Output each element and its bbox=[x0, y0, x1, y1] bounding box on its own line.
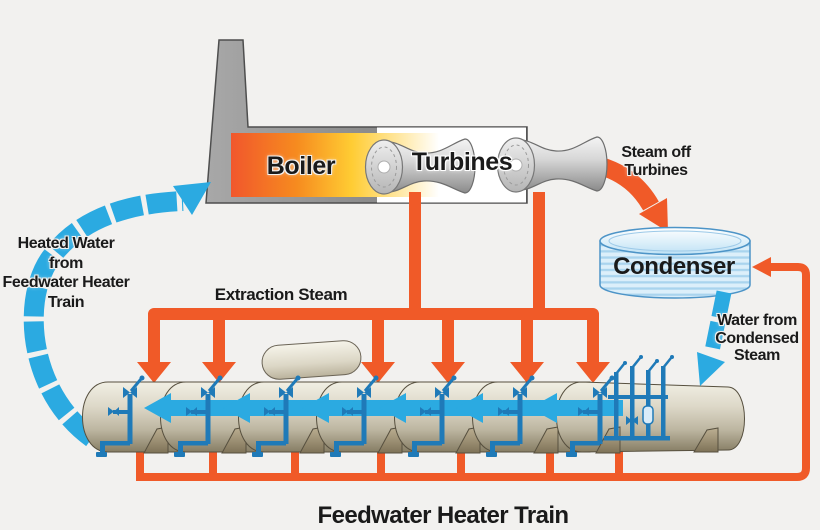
water-from-condensed-steam-label: Water from Condensed Steam bbox=[715, 312, 799, 365]
condenser-vessel bbox=[599, 226, 751, 299]
extraction-arrow-1 bbox=[137, 362, 171, 383]
condensed-water-arrow bbox=[697, 290, 732, 386]
extraction-arrow-4 bbox=[431, 362, 465, 383]
extraction-arrow-6 bbox=[576, 362, 610, 383]
heater-flow-arrow-3 bbox=[302, 393, 395, 423]
valve-cluster bbox=[604, 355, 674, 441]
heater-foot bbox=[377, 426, 403, 454]
turbine-2 bbox=[496, 136, 608, 193]
heater-foot bbox=[143, 426, 169, 454]
heated-water-line-1: Heated Water bbox=[17, 235, 115, 252]
heater-foot bbox=[533, 426, 559, 454]
feedwater-heater-train-label: Feedwater Heater Train bbox=[317, 502, 570, 529]
extraction-manifold bbox=[148, 192, 599, 366]
extraction-arrow-3 bbox=[361, 362, 395, 383]
extraction-arrow-5 bbox=[510, 362, 544, 383]
auxiliary-drum bbox=[261, 340, 362, 380]
steam-off-turbines-label: Steam off Turbines bbox=[621, 144, 691, 179]
heater-flow-arrow-2 bbox=[223, 393, 316, 423]
boiler-label: Boiler bbox=[266, 152, 336, 180]
heater-foot bbox=[693, 427, 719, 453]
heater-foot bbox=[455, 426, 481, 454]
heater-flow-arrow-1 bbox=[144, 393, 237, 423]
heater-foot bbox=[299, 426, 325, 454]
extraction-arrowheads bbox=[137, 362, 610, 383]
heater-flow-arrow-5 bbox=[456, 393, 549, 423]
heated-water-label: Heated Water from Feedwater Heater Train bbox=[3, 234, 130, 312]
boiler-vessel bbox=[205, 39, 528, 204]
condenser-label: Condenser bbox=[613, 253, 735, 280]
heater-flow-arrow-4 bbox=[379, 393, 472, 423]
water-from-line-2: Condensed bbox=[715, 329, 799, 347]
turbines-label: Turbines bbox=[411, 148, 513, 176]
heated-water-line-3: Feedwater Heater bbox=[2, 274, 130, 292]
extraction-arrow-2 bbox=[202, 362, 236, 383]
heated-water-line-2: from bbox=[49, 254, 83, 272]
heated-water-arrow bbox=[23, 182, 211, 447]
heater-foot bbox=[221, 426, 247, 454]
water-from-line-1: Water from bbox=[717, 312, 797, 329]
water-from-line-3: Steam bbox=[733, 347, 781, 365]
condensate-return-arrowhead bbox=[752, 257, 771, 277]
heated-water-line-4: Train bbox=[47, 293, 85, 311]
steam-off-line-1: Steam off bbox=[621, 144, 691, 161]
feedwater-flow-arrows bbox=[144, 393, 623, 423]
steam-off-line-2: Turbines bbox=[624, 161, 688, 179]
extraction-steam-label: Extraction Steam bbox=[214, 285, 348, 304]
